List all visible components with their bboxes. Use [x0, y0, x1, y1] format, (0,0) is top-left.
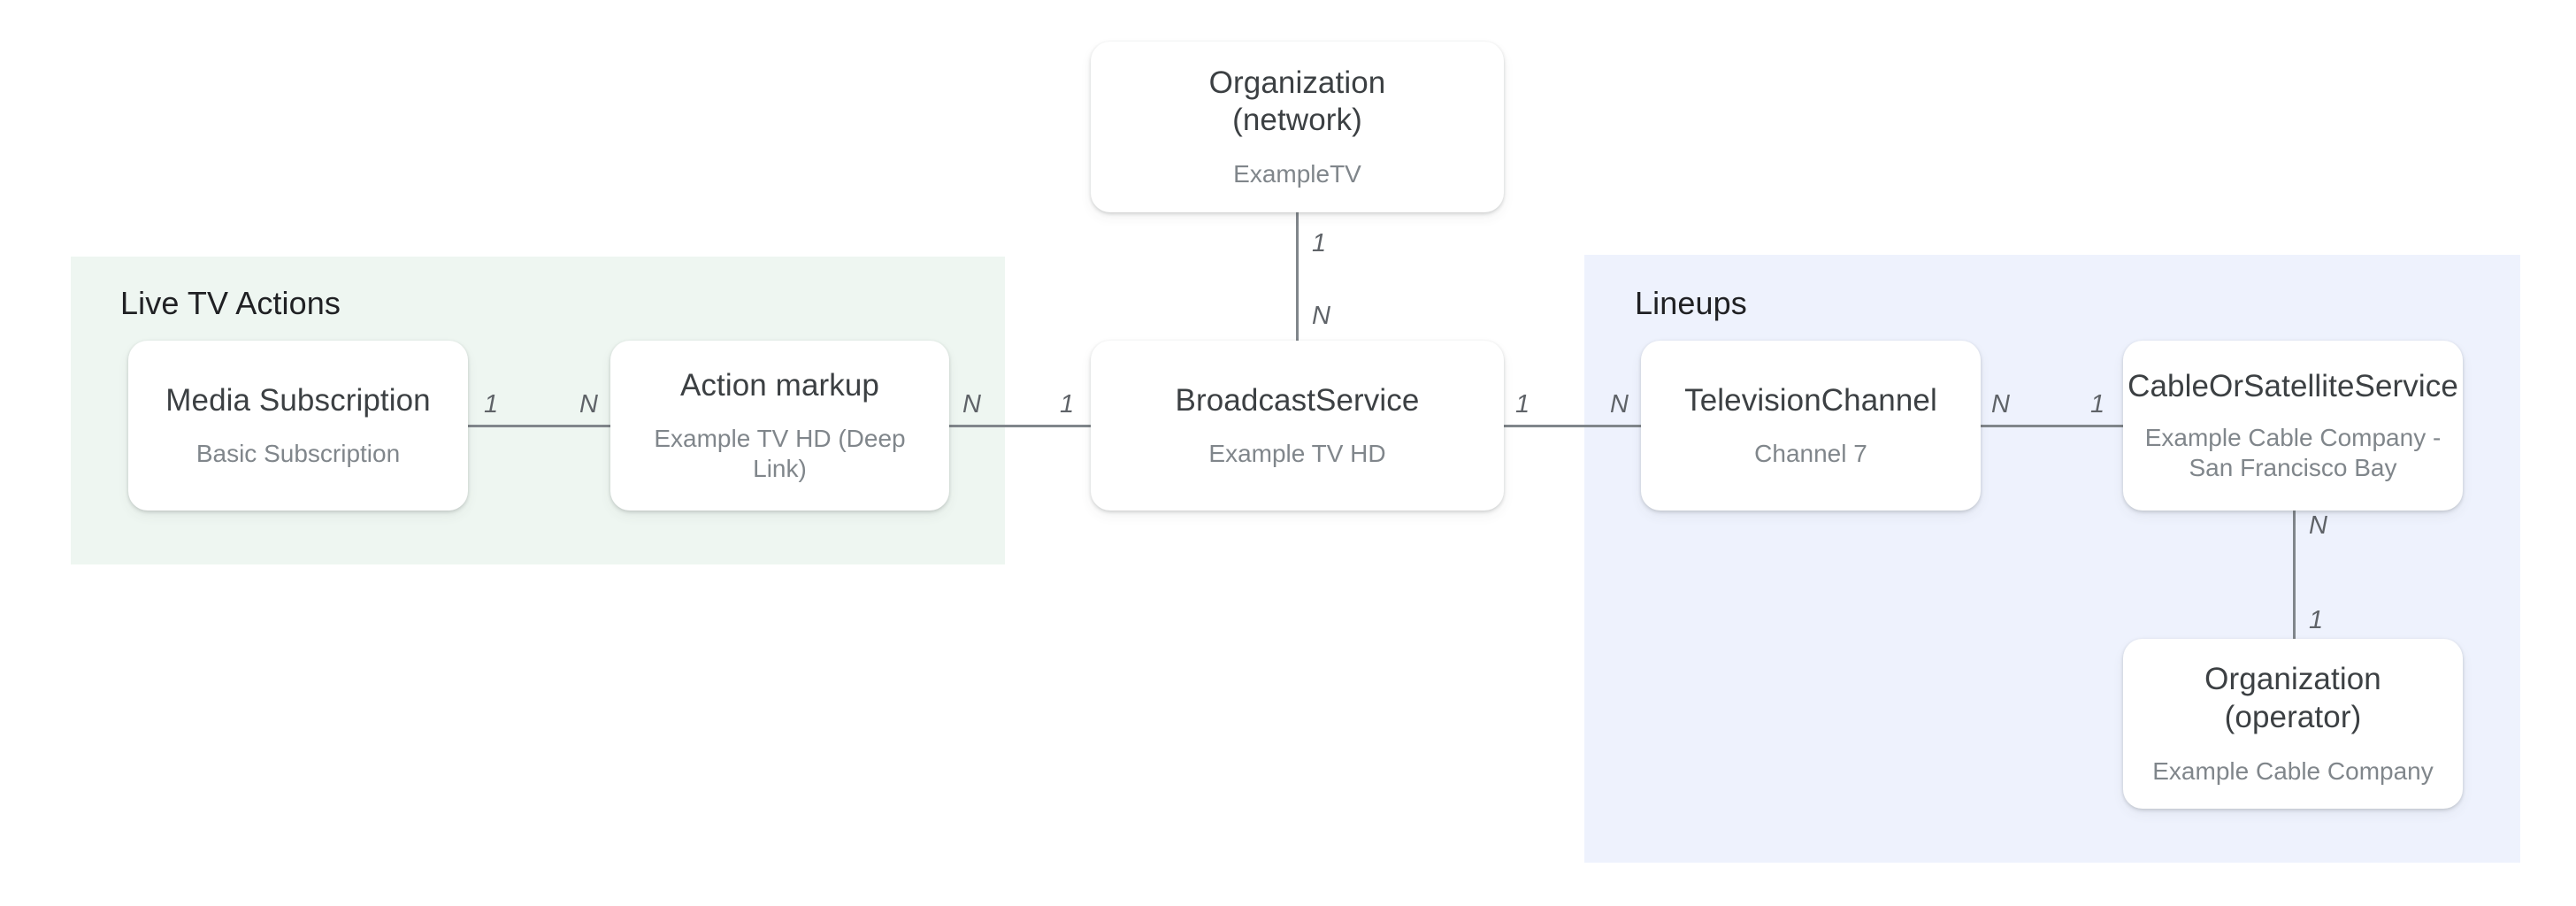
- edge-cable-or-satellite-service-to-organization-operator: [2293, 511, 2296, 639]
- edge-cardinality-from: 1: [1515, 390, 1530, 418]
- node-broadcast-service[interactable]: BroadcastService Example TV HD: [1091, 341, 1504, 511]
- edge-organization-network-to-broadcast-service: [1296, 212, 1299, 341]
- node-subtitle: ExampleTV: [1233, 160, 1361, 188]
- node-organization-network[interactable]: Organization (network) ExampleTV: [1091, 42, 1504, 212]
- group-title-live-tv-actions: Live TV Actions: [120, 285, 341, 321]
- group-title-lineups: Lineups: [1635, 285, 1747, 321]
- node-subtitle: Example TV HD: [1208, 440, 1386, 468]
- edge-cardinality-to: N: [579, 390, 598, 418]
- node-action-markup[interactable]: Action markup Example TV HD (Deep Link): [610, 341, 949, 511]
- node-title: Media Subscription: [165, 382, 431, 418]
- edge-cardinality-to: N: [1312, 302, 1330, 330]
- node-title: Organization (operator): [2204, 662, 2381, 734]
- edge-cardinality-to: 1: [2309, 606, 2324, 634]
- node-cable-or-satellite-service[interactable]: CableOrSatelliteService Example Cable Co…: [2123, 341, 2463, 511]
- edge-cardinality-from: 1: [484, 390, 499, 418]
- node-title: Organization (network): [1208, 65, 1386, 138]
- edge-television-channel-to-cable-or-satellite-service: [1981, 425, 2123, 427]
- node-subtitle: Example Cable Company - San Francisco Ba…: [2144, 424, 2442, 482]
- node-media-subscription[interactable]: Media Subscription Basic Subscription: [128, 341, 468, 511]
- edge-action-markup-to-broadcast-service: [949, 425, 1091, 427]
- node-television-channel[interactable]: TelevisionChannel Channel 7: [1641, 341, 1981, 511]
- edge-cardinality-from: N: [2309, 511, 2327, 540]
- node-title: Action markup: [679, 367, 879, 403]
- node-subtitle: Channel 7: [1754, 440, 1867, 468]
- edge-media-subscription-to-action-markup: [468, 425, 610, 427]
- edge-cardinality-from: N: [1991, 390, 2010, 418]
- node-title: TelevisionChannel: [1684, 382, 1937, 418]
- node-subtitle: Basic Subscription: [196, 440, 401, 468]
- edge-cardinality-to: 1: [2090, 390, 2105, 418]
- node-subtitle: Example TV HD (Deep Link): [654, 425, 906, 483]
- node-title: BroadcastService: [1175, 382, 1420, 418]
- node-title: CableOrSatelliteService: [2128, 368, 2458, 403]
- node-subtitle: Example Cable Company: [2152, 756, 2434, 785]
- edge-cardinality-to: 1: [1060, 390, 1075, 418]
- edge-cardinality-from: 1: [1312, 229, 1327, 257]
- node-organization-operator[interactable]: Organization (operator) Example Cable Co…: [2123, 639, 2463, 809]
- edge-cardinality-from: N: [962, 390, 981, 418]
- edge-cardinality-to: N: [1610, 390, 1629, 418]
- edge-broadcast-service-to-television-channel: [1504, 425, 1641, 427]
